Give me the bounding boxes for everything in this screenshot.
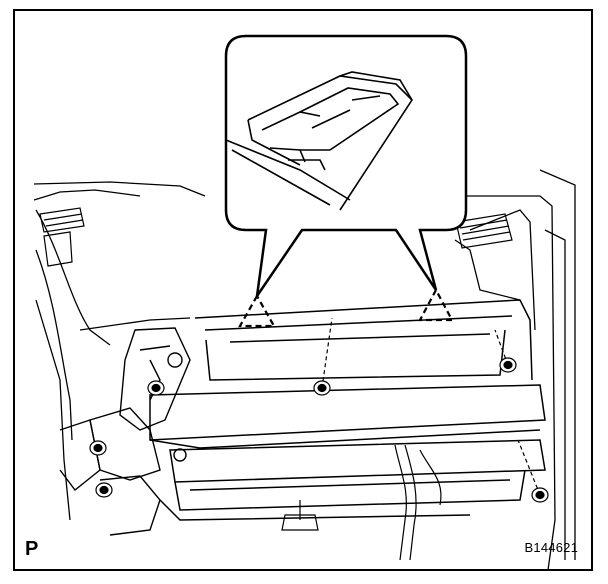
detail-callout <box>224 34 468 297</box>
corner-label: P <box>25 538 39 560</box>
wiring-harness <box>281 444 442 561</box>
clip-marker-left <box>238 293 276 328</box>
clip-triangle-markers <box>238 287 454 328</box>
lower-panel-body <box>149 299 546 521</box>
left-bracket <box>59 327 191 536</box>
left-air-vent <box>39 207 85 267</box>
clip-marker-right <box>418 287 454 322</box>
dashed-leaders <box>321 317 541 496</box>
bolt-left-middle <box>89 440 107 456</box>
bolt-left-upper <box>147 380 165 396</box>
clip-detail-drawing <box>225 71 414 211</box>
right-air-vent <box>455 213 513 249</box>
dashboard-outline <box>33 169 576 571</box>
figure-id: B144621 <box>524 540 578 555</box>
figure-border <box>13 9 593 571</box>
bolt-left-lower <box>95 482 113 498</box>
